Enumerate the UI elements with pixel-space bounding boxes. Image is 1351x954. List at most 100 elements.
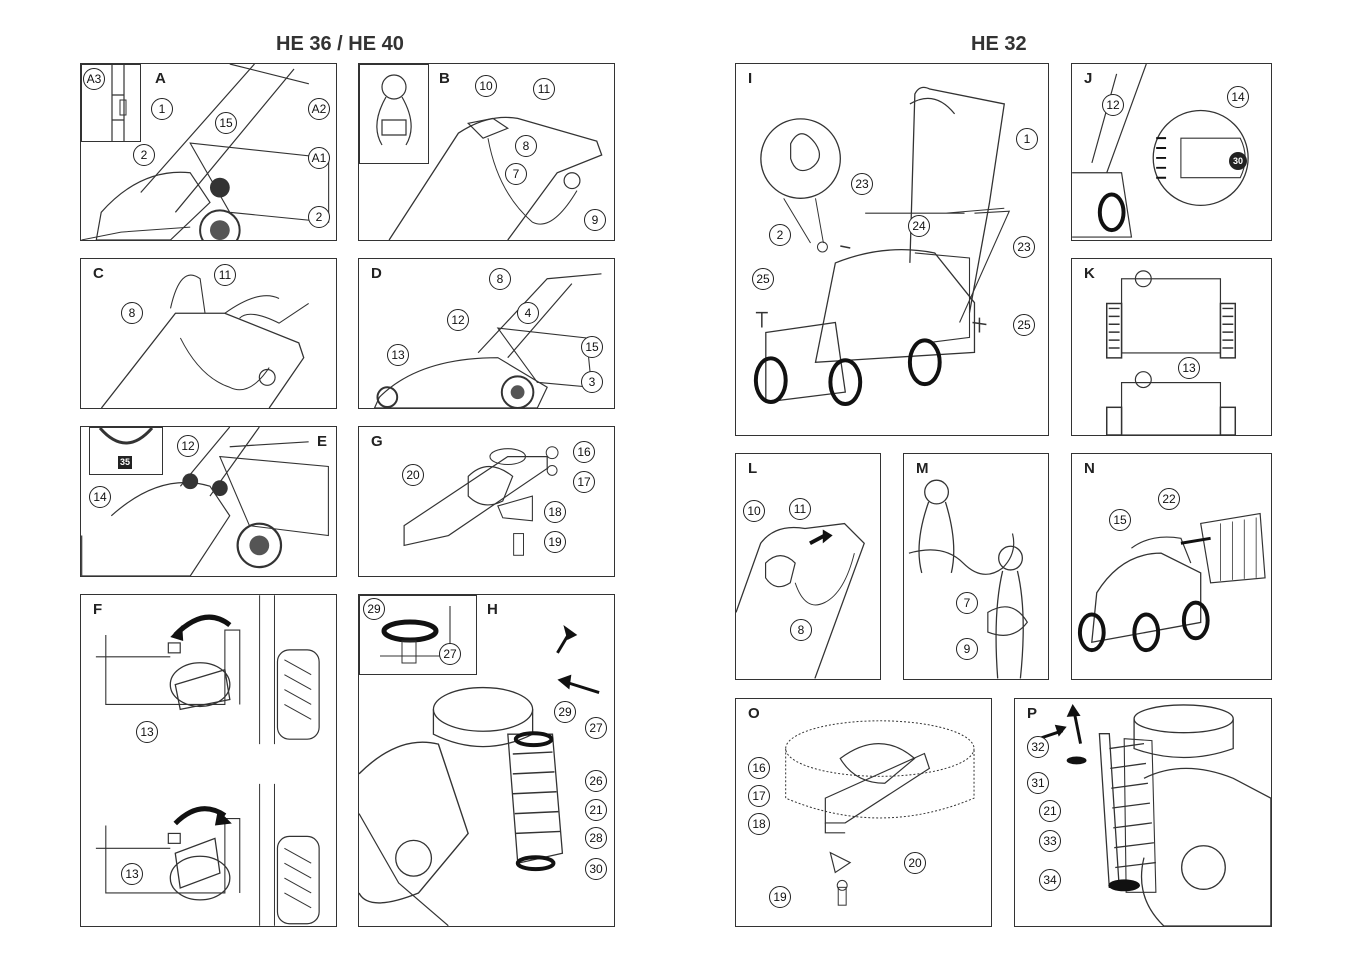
callout-20: 20 [904, 852, 926, 874]
callout-24: 24 [908, 215, 930, 237]
panel-label-g: G [371, 433, 383, 450]
panel-label-n: N [1084, 460, 1095, 477]
panel-label-f: F [93, 601, 103, 618]
callout-15: 15 [1109, 509, 1131, 531]
callout-20: 20 [402, 464, 424, 486]
callout-a3: A3 [83, 68, 105, 90]
panel-i: I 23 1 2 24 23 25 25 [735, 63, 1049, 436]
panel-p: P 32 31 21 33 34 [1014, 698, 1272, 927]
panel-label-e: E [317, 433, 328, 450]
callout-21: 21 [1039, 800, 1061, 822]
heading-he32: HE 32 [971, 33, 1027, 55]
callout-12: 12 [447, 309, 469, 331]
callout-11: 11 [214, 264, 236, 286]
callout-4: 4 [517, 302, 539, 324]
callout-18: 18 [748, 813, 770, 835]
panel-a: A A3 1 A2 15 2 A1 2 [80, 63, 337, 241]
callout-12: 12 [177, 435, 199, 457]
panel-n: N 22 15 [1071, 453, 1272, 680]
cable-hook-illustration [908, 479, 1029, 679]
callout-29: 29 [554, 701, 576, 723]
panel-label-o: O [748, 705, 760, 722]
panel-f: F 13 13 [80, 594, 337, 927]
panel-b: B 10 11 8 7 9 [358, 63, 615, 241]
callout-22: 22 [1158, 488, 1180, 510]
callout-17: 17 [573, 471, 595, 493]
callout-8: 8 [515, 135, 537, 157]
callout-23: 23 [1013, 236, 1035, 258]
callout-29: 29 [363, 598, 385, 620]
callout-28: 28 [585, 827, 607, 849]
callout-13: 13 [136, 721, 158, 743]
callout-7: 7 [956, 592, 978, 614]
panel-o: O 16 17 18 20 19 [735, 698, 992, 927]
panel-m: M 7 9 [903, 453, 1049, 680]
panel-label-i: I [748, 70, 753, 87]
callout-15: 15 [215, 112, 237, 134]
height-lever-illustration [1105, 270, 1237, 435]
inset-hook [359, 64, 429, 164]
callout-31: 31 [1027, 772, 1049, 794]
callout-13: 13 [1178, 357, 1200, 379]
panel-label-m: M [916, 460, 929, 477]
spring-assembly-illustration [359, 625, 600, 926]
callout-17: 17 [748, 785, 770, 807]
callout-27: 27 [439, 643, 461, 665]
callout-a1: A1 [308, 147, 330, 169]
callout-32: 32 [1027, 736, 1049, 758]
callout-11: 11 [789, 498, 811, 520]
inset-height-dial: 35 [89, 427, 163, 475]
handle-cable-illustration [388, 116, 603, 240]
height-badge: 35 [118, 456, 132, 469]
callout-21: 21 [585, 799, 607, 821]
panel-j: J 30 12 14 [1071, 63, 1272, 241]
callout-2: 2 [133, 144, 155, 166]
callout-14: 14 [1227, 86, 1249, 108]
callout-1: 1 [1016, 128, 1038, 150]
callout-12: 12 [1102, 94, 1124, 116]
hand-operating-switch-illustration [100, 274, 309, 408]
callout-10: 10 [475, 75, 497, 97]
callout-11: 11 [533, 78, 555, 100]
panel-h: H 29 27 29 27 26 21 28 30 [358, 594, 615, 927]
callout-15: 15 [581, 336, 603, 358]
callout-2: 2 [308, 206, 330, 228]
inset-a3 [81, 64, 141, 142]
callout-9: 9 [584, 209, 606, 231]
panel-d: D 8 4 12 15 13 3 [358, 258, 615, 409]
callout-25: 25 [752, 268, 774, 290]
callout-19: 19 [769, 886, 791, 908]
callout-30: 30 [585, 858, 607, 880]
callout-27: 27 [585, 717, 607, 739]
callout-3: 3 [581, 371, 603, 393]
panel-label-p: P [1027, 705, 1038, 722]
callout-26: 26 [585, 770, 607, 792]
callout-33: 33 [1039, 830, 1061, 852]
panel-label-a: A [155, 70, 166, 87]
panel-label-k: K [1084, 265, 1095, 282]
panel-label-h: H [487, 601, 498, 618]
callout-8: 8 [489, 268, 511, 290]
callout-16: 16 [573, 441, 595, 463]
mower-assembly-illustration [753, 86, 1011, 406]
panel-label-d: D [371, 265, 382, 282]
height-badge: 30 [1229, 152, 1247, 170]
callout-34: 34 [1039, 869, 1061, 891]
callout-23: 23 [851, 173, 873, 195]
height-adjust-illustration [81, 427, 329, 576]
callout-7: 7 [505, 163, 527, 185]
callout-1: 1 [151, 98, 173, 120]
callout-9: 9 [956, 638, 978, 660]
panel-k: K 13 [1071, 258, 1272, 436]
mower-side-illustration [373, 273, 602, 408]
callout-a2: A2 [308, 98, 330, 120]
panel-c: C 11 8 [80, 258, 337, 409]
rotary-switch-illustration [95, 595, 320, 926]
callout-18: 18 [544, 501, 566, 523]
blade-mount-illustration [785, 720, 975, 906]
callout-8: 8 [790, 619, 812, 641]
mower-grassbox-illustration [1077, 512, 1266, 653]
callout-2: 2 [769, 224, 791, 246]
panel-l: L 10 11 8 [735, 453, 881, 680]
callout-16: 16 [748, 757, 770, 779]
